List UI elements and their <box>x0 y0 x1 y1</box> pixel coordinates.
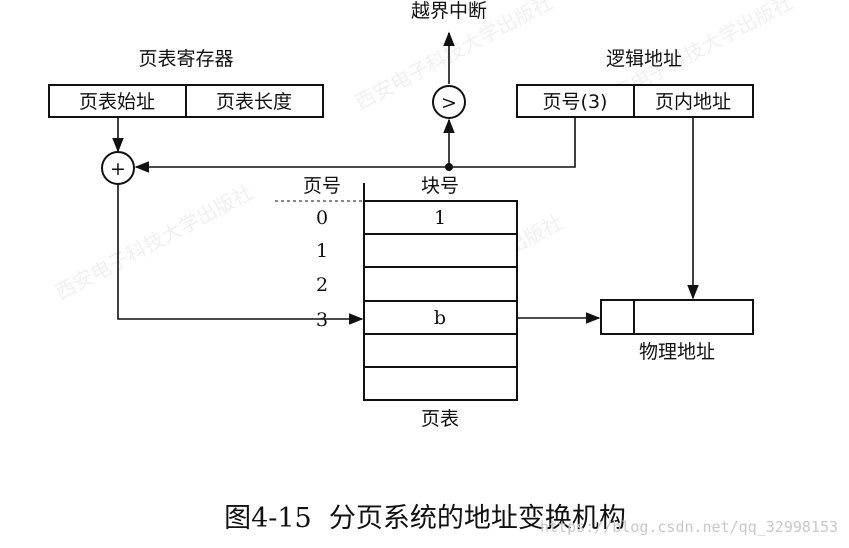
compare-symbol: > <box>441 92 457 114</box>
frame-number-cell: 1 <box>434 207 446 229</box>
watermark-text: 西安电子科技大学出版社 <box>51 180 257 304</box>
page-number-to-adder-arrow <box>134 117 576 173</box>
page-table-row <box>363 200 518 235</box>
page-table-label: 页表 <box>421 408 459 430</box>
page-number-cell: 2 <box>316 274 328 296</box>
page-number-cell: 1 <box>316 240 328 262</box>
source-url: https://blog.csdn.net/qq_32998153 <box>540 518 838 536</box>
physical-address-box <box>600 299 754 335</box>
adder-to-row-arrow <box>117 184 364 325</box>
frame-number-cell: b <box>434 307 446 329</box>
figure-caption: 图4-15 分页系统的地址变换机构 <box>224 503 626 534</box>
page-number-field: 页号(3) <box>543 91 608 113</box>
compare-circle <box>432 85 466 119</box>
page-table: 0 1 2 3 1 b <box>316 200 518 401</box>
page-table-length-field: 页表长度 <box>216 91 292 113</box>
page-table-row <box>363 366 518 401</box>
interrupt-label: 越界中断 <box>411 0 487 22</box>
page-table-row <box>363 266 518 302</box>
page-register-title: 页表寄存器 <box>138 48 233 70</box>
page-table-start-field: 页表始址 <box>79 91 155 113</box>
page-offset-field: 页内地址 <box>655 91 731 113</box>
frame-col-header: 块号 <box>421 175 459 197</box>
logical-address-title: 逻辑地址 <box>606 48 682 70</box>
page-col-header: 页号 <box>303 175 341 197</box>
page-number-cell: 3 <box>316 309 328 331</box>
page-table-row <box>363 233 518 268</box>
page-number-cell: 0 <box>316 207 328 229</box>
adder-symbol: + <box>110 158 126 180</box>
physical-address-label: 物理地址 <box>639 341 715 363</box>
page-table-row <box>363 333 518 368</box>
